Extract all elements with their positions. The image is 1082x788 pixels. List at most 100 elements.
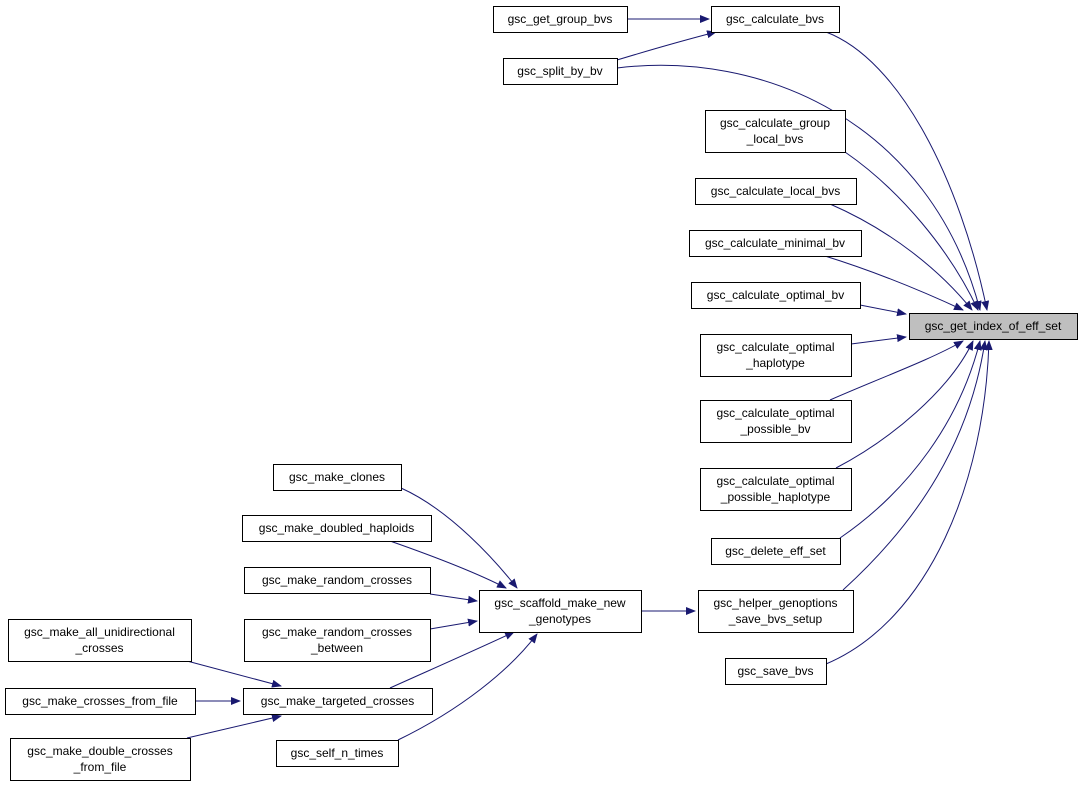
node-make_random_crosses[interactable]: gsc_make_random_crosses [244,567,431,594]
node-label: _possible_haplotype [720,490,831,504]
node-label: gsc_calculate_bvs [726,12,824,26]
node-save_bvs[interactable]: gsc_save_bvs [725,658,827,685]
node-make_targeted_crosses[interactable]: gsc_make_targeted_crosses [243,688,433,715]
node-make_crosses_from_file[interactable]: gsc_make_crosses_from_file [5,688,196,715]
node-calc_minimal[interactable]: gsc_calculate_minimal_bv [689,230,862,257]
node-label: gsc_make_random_crosses [262,625,412,639]
node-split_by_bv[interactable]: gsc_split_by_bv [503,58,618,85]
node-label: gsc_split_by_bv [517,64,602,78]
edge-delete_eff_set-to-get_index [839,340,982,539]
node-calc_group_local[interactable]: gsc_calculate_group _local_bvs [705,110,846,153]
node-box[interactable] [244,619,431,662]
node-label: gsc_calculate_optimal [716,340,834,354]
node-box[interactable] [493,6,628,33]
node-box[interactable] [725,658,827,685]
edge-calc_group_local-to-get_index [844,151,979,311]
edge-calc_optimal_haplo-to-get_index [850,334,907,345]
node-make_double_crosses_from_file[interactable]: gsc_make_double_crosses_from_file [10,738,191,781]
node-label: _crosses [74,641,123,655]
node-box[interactable] [242,515,432,542]
node-box[interactable] [711,6,840,33]
node-make_random_crosses_between[interactable]: gsc_make_random_crosses _between [244,619,431,662]
edge-calc_optimal_possible_bv-to-get_index [829,340,964,401]
edge-calc_local-to-get_index [829,203,973,311]
node-label: gsc_get_group_bvs [508,12,613,26]
node-box[interactable] [689,230,862,257]
edge-save_bvs-to-get_index [825,340,993,665]
edge-split_by_bv-to-calculate_bvs [616,30,717,61]
node-label: _genotypes [528,612,591,626]
node-box[interactable] [705,110,846,153]
node-label: gsc_make_clones [289,470,385,484]
edge-helper_genoptions-to-get_index [842,340,988,591]
edge-self_n_times-to-scaffold [397,633,538,741]
node-box[interactable] [479,590,642,633]
node-make_doubled_haploids[interactable]: gsc_make_doubled_haploids [242,515,432,542]
node-label: gsc_make_random_crosses [262,573,412,587]
node-label: gsc_make_targeted_crosses [261,694,414,708]
node-get_group_bvs[interactable]: gsc_get_group_bvs [493,6,628,33]
node-box[interactable] [273,464,402,491]
node-box[interactable] [244,567,431,594]
node-label: gsc_calculate_local_bvs [711,184,840,198]
node-self_n_times[interactable]: gsc_self_n_times [276,740,399,767]
node-box[interactable] [5,688,196,715]
edge-calculate_bvs-to-get_index [825,31,990,311]
node-calc_optimal_bv[interactable]: gsc_calculate_optimal_bv [691,282,861,309]
node-box[interactable] [700,400,852,443]
node-box[interactable] [8,619,192,662]
node-label: _possible_bv [739,422,810,436]
node-label: gsc_get_index_of_eff_set [925,319,1062,333]
node-box[interactable] [909,313,1078,340]
node-label: gsc_self_n_times [291,746,384,760]
node-delete_eff_set[interactable]: gsc_delete_eff_set [711,538,841,565]
node-label: gsc_calculate_optimal [716,474,834,488]
node-label: gsc_save_bvs [737,664,813,678]
node-box[interactable] [10,738,191,781]
node-calc_optimal_haplo[interactable]: gsc_calculate_optimal _haplotype [700,334,852,377]
node-box[interactable] [711,538,841,565]
edges-layer [186,15,993,741]
node-helper_genoptions[interactable]: gsc_helper_genoptions_save_bvs_setup [698,590,854,633]
node-label: _between [310,641,363,655]
node-box[interactable] [243,688,433,715]
node-box[interactable] [700,334,852,377]
node-label: _from_file [73,760,127,774]
nodes-layer: gsc_get_index_of_eff_set gsc_get_group_bv… [5,6,1078,781]
node-label: gsc_make_crosses_from_file [22,694,178,708]
edge-make_targeted_crosses-to-scaffold [389,631,515,689]
node-label: gsc_make_doubled_haploids [259,521,414,535]
node-box[interactable] [700,468,852,511]
edge-calc_optimal_bv-to-get_index [859,304,907,317]
edge-make_all_unidirectional-to-make_targeted_crosses [186,660,282,688]
node-scaffold[interactable]: gsc_scaffold_make_new _genotypes [479,590,642,633]
node-calc_local[interactable]: gsc_calculate_local_bvs [695,178,857,205]
node-label: gsc_make_all_unidirectional [24,625,175,639]
node-label: gsc_calculate_group [720,116,830,130]
node-box[interactable] [503,58,618,85]
node-calc_optimal_possible_bv[interactable]: gsc_calculate_optimal_possible_bv [700,400,852,443]
node-box[interactable] [695,178,857,205]
node-label: gsc_scaffold_make_new [494,596,626,610]
node-box[interactable] [276,740,399,767]
node-label: _haplotype [745,356,805,370]
node-label: gsc_calculate_optimal_bv [707,288,844,302]
node-get_index[interactable]: gsc_get_index_of_eff_set [909,313,1078,340]
node-label: gsc_helper_genoptions [713,596,837,610]
node-calc_optimal_possible_haplo[interactable]: gsc_calculate_optimal _possible_haplotype [700,468,852,511]
edge-make_clones-to-scaffold [400,487,518,589]
edge-calc_minimal-to-get_index [824,255,964,311]
node-calculate_bvs[interactable]: gsc_calculate_bvs [711,6,840,33]
edge-calc_optimal_possible_haplo-to-get_index [835,340,974,469]
node-make_clones[interactable]: gsc_make_clones [273,464,402,491]
edge-make_random_crosses-to-scaffold [429,593,478,604]
node-box[interactable] [691,282,861,309]
node-label: _local_bvs [746,132,804,146]
node-label: gsc_delete_eff_set [725,544,826,558]
edge-make_random_crosses_between-to-scaffold [429,618,478,630]
edge-make_doubled_haploids-to-scaffold [389,540,507,589]
node-make_all_unidirectional[interactable]: gsc_make_all_unidirectional _crosses [8,619,192,662]
node-label: gsc_calculate_minimal_bv [705,236,845,250]
node-box[interactable] [698,590,854,633]
